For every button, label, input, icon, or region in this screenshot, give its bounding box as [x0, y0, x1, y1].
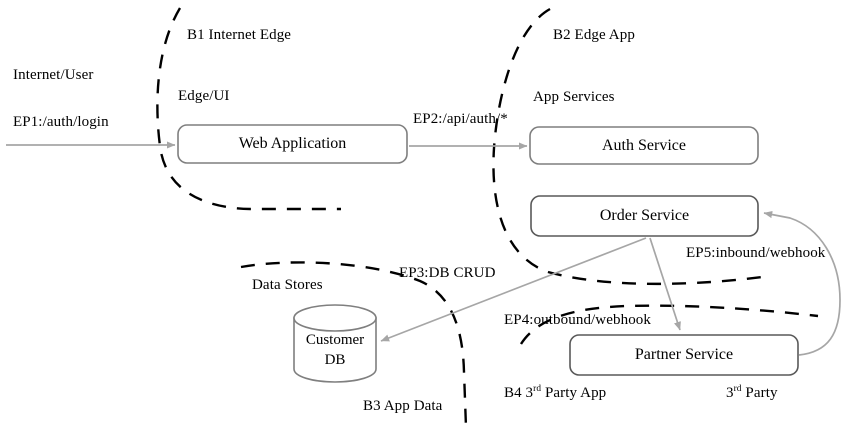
node-partner-service-shape[interactable] [569, 334, 799, 376]
endpoint-ep1-label: EP1:/auth/login [13, 114, 109, 130]
endpoint-ep3-label: EP3:DB CRUD [399, 265, 496, 281]
boundary-b4-text-after: Party App [541, 385, 607, 401]
group-label-app-services: App Services [533, 89, 615, 105]
flow-ep4-order-service-to-partner-service [649, 237, 681, 331]
boundary-b4-third-party-app-curve [519, 304, 819, 345]
endpoint-ep5-label: EP5:inbound/webhook [686, 245, 826, 261]
boundary-b3-app-data-curve [240, 261, 468, 427]
node-web-application[interactable] [178, 125, 407, 163]
node-auth-service-shape[interactable] [529, 126, 759, 165]
boundary-b4-text-before: B4 3 [504, 385, 534, 401]
actor-third-party-superscript: rd [733, 384, 742, 394]
flow-ep3-order-service-to-customer-db [380, 237, 647, 342]
boundary-b1-internet-edge-curve [156, 7, 341, 211]
actor-third-party-text-after: Party [741, 385, 778, 401]
group-label-edge-ui: Edge/UI [178, 88, 230, 104]
boundary-b1-internet-edge-label: B1 Internet Edge [187, 27, 292, 43]
node-customer-db-shape[interactable] [293, 304, 377, 383]
node-web-application-shape[interactable] [177, 124, 408, 164]
boundary-b2-edge-app-label: B2 Edge App [553, 27, 635, 43]
actor-internet-user-label: Internet/User [13, 67, 94, 83]
boundary-b3-app-data-label: B3 App Data [363, 398, 443, 414]
node-order-service[interactable] [531, 196, 758, 236]
endpoint-ep4-label: EP4:outbound/webhook [504, 312, 651, 328]
group-label-data-stores: Data Stores [252, 277, 323, 293]
flow-ep5-partner-service-to-order-service [763, 211, 841, 356]
node-partner-service[interactable] [570, 335, 798, 375]
actor-third-party-number: 3 [726, 385, 734, 401]
node-order-service-shape[interactable] [530, 195, 759, 237]
actor-third-party-label: 3rd Party [726, 384, 778, 402]
endpoint-ep2-label: EP2:/api/auth/* [413, 111, 508, 127]
node-customer-db[interactable] [294, 305, 376, 382]
boundary-b4-third-party-app-label: B4 3rd Party App [504, 384, 607, 402]
boundary-b4-superscript: rd [533, 384, 542, 394]
node-auth-service[interactable] [530, 127, 758, 164]
